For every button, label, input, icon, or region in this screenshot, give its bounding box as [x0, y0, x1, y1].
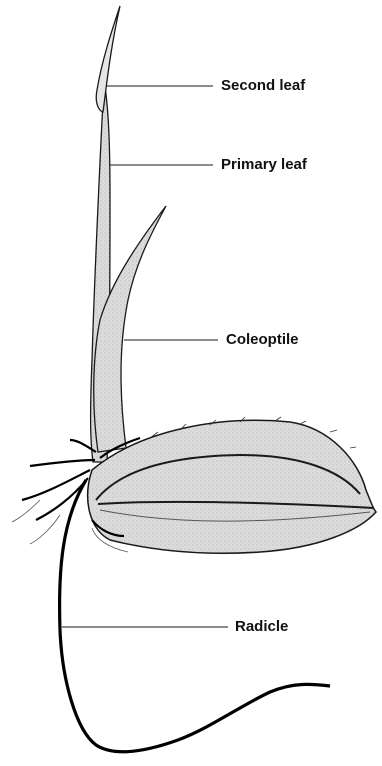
primary-leaf-label: Primary leaf: [221, 157, 307, 172]
coleoptile-label: Coleoptile: [226, 332, 299, 347]
second-leaf-shape: [96, 6, 120, 112]
second-leaf-label: Second leaf: [221, 78, 305, 93]
radicle-label: Radicle: [235, 619, 288, 634]
